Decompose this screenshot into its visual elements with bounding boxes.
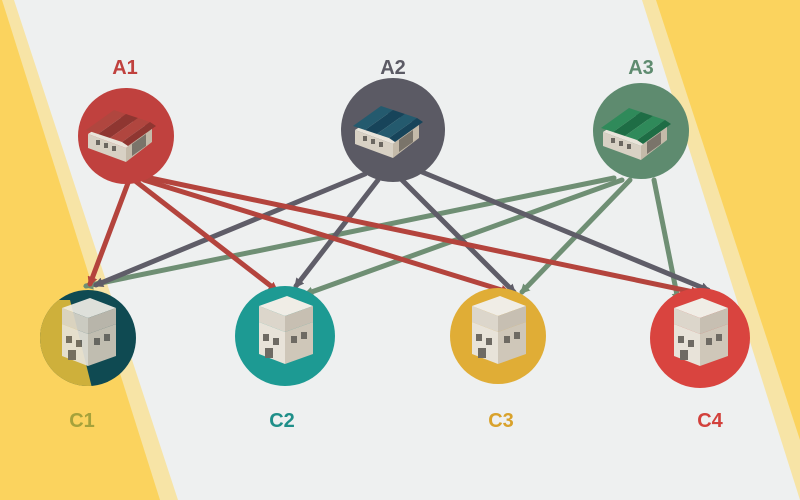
edge-a2-to-c3 [399,177,517,295]
warehouse-icon [86,110,156,162]
node-c2[interactable] [235,286,335,386]
edges-layer [83,169,711,303]
node-a2[interactable] [341,78,445,182]
edge-a1-to-c2 [131,177,279,293]
label-c2: C2 [269,410,295,432]
store-building-icon [674,298,728,366]
warehouse-icon [353,106,423,158]
edge-a2-to-c1 [93,171,368,288]
store-building-icon [62,298,116,366]
node-c3[interactable] [450,288,546,384]
label-c1: C1 [69,410,95,432]
store-building-icon [472,296,526,364]
source-nodes [78,78,689,184]
label-a1: A1 [112,57,138,79]
edge-a3-to-c1 [83,175,617,290]
edge-a2-to-c4 [419,169,711,293]
store-building-icon [259,296,313,364]
label-a3: A3 [628,57,654,79]
node-a3[interactable] [593,83,689,179]
edge-a1-to-c1 [87,180,131,287]
edge-a3-to-c4 [651,177,682,303]
label-c4: C4 [697,410,723,432]
destination-nodes [0,286,750,500]
edge-a1-to-c4 [147,175,701,297]
edge-a2-to-c2 [293,177,381,289]
label-c3: C3 [488,410,514,432]
node-c1[interactable] [0,290,136,500]
right-yellow-band [656,0,800,440]
warehouse-icon [601,108,671,160]
edge-a1-to-c3 [141,177,511,295]
labels: A1 A2 A3 C1 C2 C3 C4 [69,57,723,432]
label-a2: A2 [380,57,406,79]
node-a1[interactable] [78,88,174,184]
left-yellow-band [0,0,160,500]
edge-a3-to-c2 [303,177,625,297]
node-c4[interactable] [650,288,750,388]
